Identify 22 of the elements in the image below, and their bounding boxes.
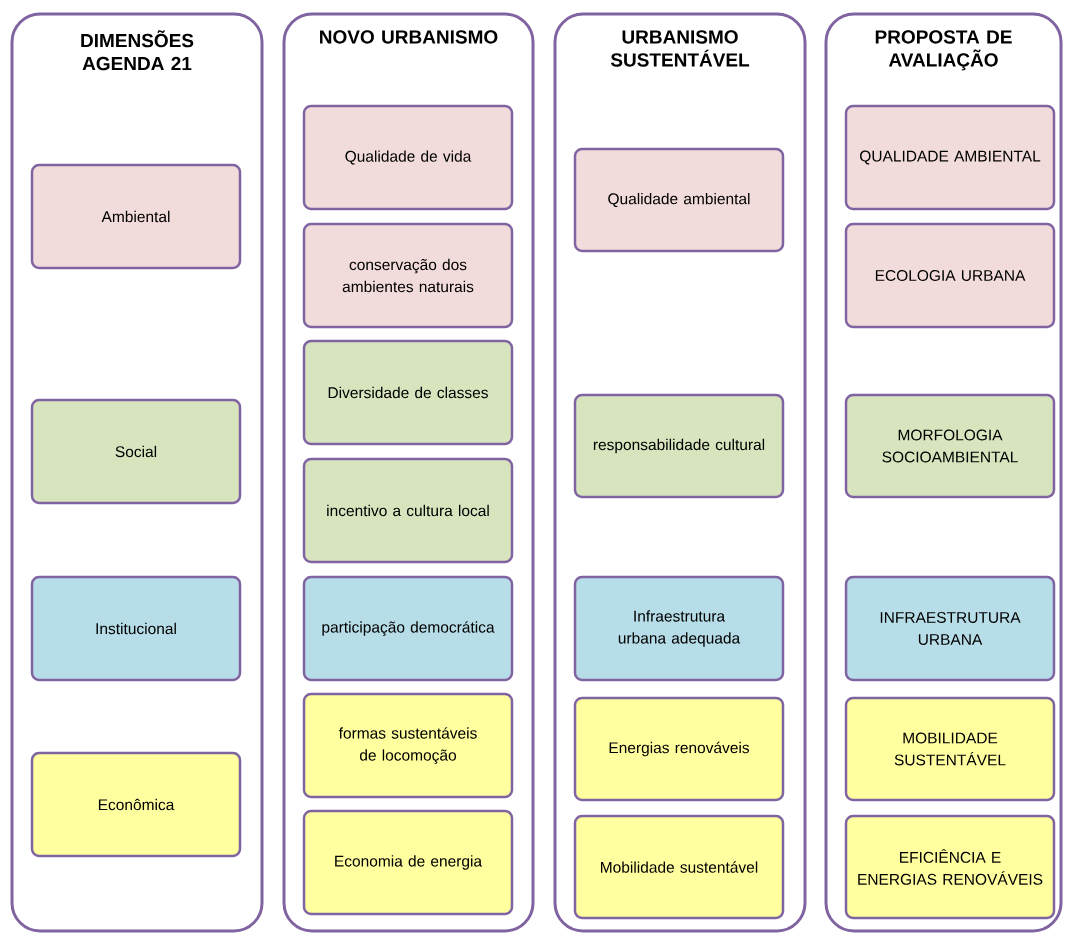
- category-box: MORFOLOGIA SOCIOAMBIENTAL: [844, 393, 1056, 499]
- category-box: Institucional: [30, 575, 242, 682]
- category-box: Energias renováveis: [573, 696, 785, 802]
- category-box: Qualidade ambiental: [573, 147, 785, 253]
- category-box: Diversidade de classes: [302, 339, 514, 446]
- category-box: conservação dos ambientes naturais: [302, 222, 514, 329]
- category-box: Economia de energia: [302, 809, 514, 916]
- category-box: Qualidade de vida: [302, 104, 514, 211]
- category-box: Mobilidade sustentável: [573, 814, 785, 920]
- category-box: incentivo a cultura local: [302, 457, 514, 564]
- category-box: participação democrática: [302, 575, 514, 682]
- category-box: responsabilidade cultural: [573, 393, 785, 499]
- category-box: formas sustentáveis de locomoção: [302, 692, 514, 799]
- category-box: Social: [30, 398, 242, 505]
- category-box: ECOLOGIA URBANA: [844, 222, 1056, 329]
- category-box: Infraestrutura urbana adequada: [573, 575, 785, 682]
- category-box: INFRAESTRUTURA URBANA: [844, 575, 1056, 682]
- category-box: Ambiental: [30, 163, 242, 270]
- category-box: EFICIÊNCIA E ENERGIAS RENOVÁVEIS: [844, 814, 1056, 920]
- category-box: QUALIDADE AMBIENTAL: [844, 104, 1056, 211]
- category-box: Econômica: [30, 751, 242, 858]
- category-box: MOBILIDADE SUSTENTÁVEL: [844, 696, 1056, 802]
